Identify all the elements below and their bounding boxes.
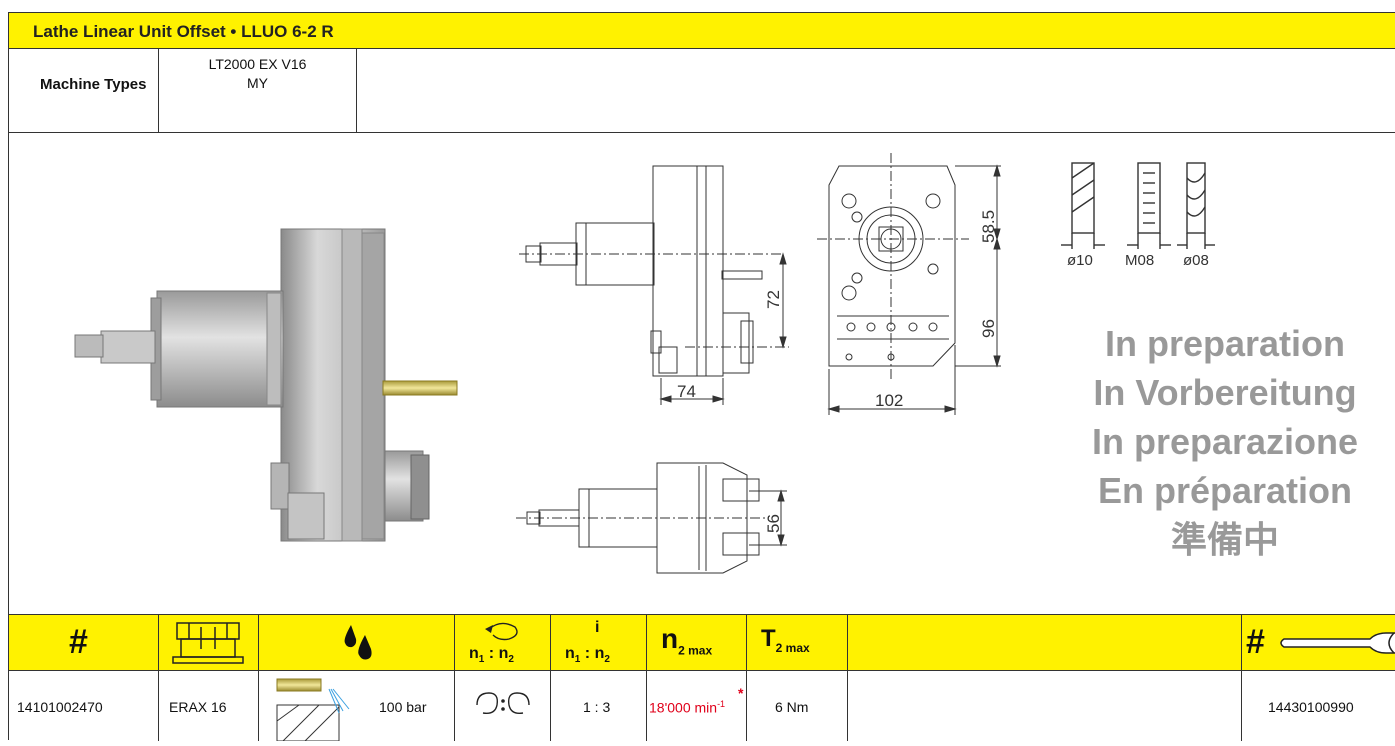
technical-drawing: 72 74 — [74, 153, 1215, 574]
ratio-value: 1 : 3 — [583, 699, 611, 715]
machine-types-label: Machine Types — [40, 76, 147, 93]
product-render — [74, 228, 458, 542]
machine-types-values: LT2000 EX V16 MY — [159, 49, 357, 132]
product-title: Lathe Linear Unit Offset • LLUO 6-2 R — [33, 22, 334, 41]
blank-cell — [848, 671, 1242, 741]
hdr-article-cell: # — [9, 615, 159, 670]
rotation-cell — [455, 671, 551, 741]
hdr-speed-cell: n2 max — [647, 615, 747, 670]
speed-cell: 18'000 min-1 * — [647, 671, 747, 741]
machine-type-2: MY — [247, 75, 268, 91]
speed-footnote-star: * — [738, 685, 744, 701]
hdr-rot-n1: n1 : n2 — [469, 645, 514, 666]
collet-icon — [172, 622, 244, 664]
wrench-no: 14430100990 — [1268, 699, 1354, 715]
collet-cell: ERAX 16 — [159, 671, 259, 741]
coolant-cell: 100 bar — [259, 671, 455, 741]
notice-fr: En préparation — [1097, 470, 1353, 511]
front-view-drawing — [817, 153, 1001, 415]
notice-it: In preparazione — [1091, 421, 1359, 462]
notice-de: In Vorbereitung — [1093, 372, 1357, 413]
coolant-pressure: 100 bar — [379, 699, 427, 715]
title-bar: Lathe Linear Unit Offset • LLUO 6-2 R — [9, 13, 1395, 49]
drill-icon — [1061, 162, 1105, 249]
tool-label-3: ø08 — [1183, 252, 1209, 269]
notice-en: In preparation — [1104, 323, 1346, 364]
hdr-blank-cell — [848, 615, 1242, 670]
hdr-ratio-n: n1 : n2 — [565, 645, 610, 666]
hdr-wrench-cell: # — [1242, 615, 1395, 670]
ratio-cell: 1 : 3 — [551, 671, 647, 741]
side-offset-dim: 72 — [764, 290, 783, 309]
machine-types-row: Machine Types LT2000 EX V16 MY — [9, 49, 1395, 133]
front-top-dim: 58.5 — [979, 210, 998, 243]
hdr-i: i — [595, 619, 600, 636]
hdr-collet-cell — [159, 615, 259, 670]
article-no: 14101002470 — [17, 699, 103, 715]
product-sheet: Lathe Linear Unit Offset • LLUO 6-2 R Ma… — [8, 12, 1395, 741]
rotation-icon — [485, 622, 518, 641]
torque-value: 6 Nm — [775, 699, 809, 715]
tool-icons — [1061, 162, 1215, 249]
hdr-coolant-cell — [259, 615, 455, 670]
coolant-tool-icon — [276, 678, 350, 741]
drawing-area: 72 74 — [9, 133, 1395, 615]
tool-label-2: M08 — [1125, 252, 1154, 269]
front-bottom-dim: 96 — [979, 319, 998, 338]
hdr-rotation-cell: n1 : n2 — [455, 615, 551, 670]
speed-value: 18'000 min-1 — [649, 699, 726, 716]
tap-icon — [1127, 162, 1171, 249]
side-width-dim: 74 — [677, 382, 696, 401]
collet-value: ERAX 16 — [169, 699, 227, 715]
hdr-hash: # — [69, 623, 88, 661]
hdr-wrench-hash: # — [1246, 623, 1265, 661]
notice-ja: 準備中 — [1170, 519, 1279, 560]
article-no-cell: 14101002470 — [9, 671, 159, 741]
wrench-icon — [1280, 632, 1395, 654]
machine-type-1: LT2000 EX V16 — [208, 56, 307, 72]
tool-label-1: ø10 — [1067, 252, 1093, 269]
top-offset-dim: 56 — [764, 514, 783, 533]
top-view-drawing — [516, 462, 787, 574]
hdr-torque-cell: T2 max — [747, 615, 848, 670]
torque-cell: 6 Nm — [747, 671, 848, 741]
preparation-notice: In preparation In Vorbereitung In prepar… — [1055, 319, 1395, 564]
front-width-dim: 102 — [875, 391, 903, 410]
side-view-drawing — [519, 165, 789, 405]
machine-types-label-cell: Machine Types — [9, 49, 159, 132]
hdr-t2max: T2 max — [761, 625, 810, 655]
table-header: # n1 : n2 — [9, 615, 1395, 671]
hdr-ratio-cell: i n1 : n2 — [551, 615, 647, 670]
hdr-n2max: n2 max — [661, 623, 713, 658]
coolant-drops-icon — [344, 625, 372, 660]
wrench-no-cell: 14430100990 — [1242, 671, 1395, 741]
end-mill-icon — [1177, 162, 1215, 249]
table-row: 14101002470 ERAX 16 100 bar — [9, 671, 1395, 741]
rotation-direction-icon — [476, 692, 530, 715]
